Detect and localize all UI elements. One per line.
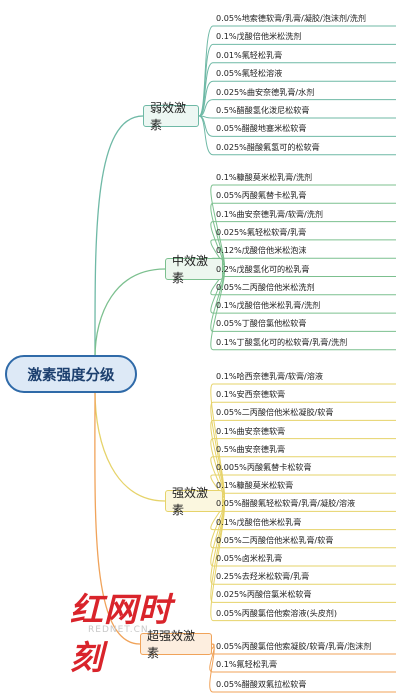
- leaf-item: 0.5%醋酸氢化泼尼松软膏: [216, 105, 310, 115]
- leaf-item: 0.025%丙酸倍氯米松软膏: [216, 589, 312, 600]
- leaf-item: 0.1%曲安奈德乳膏/软膏/洗剂: [216, 208, 323, 219]
- leaf-item: 0.1%氟轻松乳膏: [216, 659, 278, 669]
- leaf-item: 0.05%二丙酸倍他米松洗剂: [216, 281, 315, 292]
- branch-connector: [210, 268, 225, 351]
- category-label: 弱效激素: [150, 101, 187, 132]
- leaf-item: 0.25%去羟米松软膏/乳膏: [216, 571, 310, 582]
- category-label: 中效激素: [172, 254, 209, 285]
- branch-connector: [210, 500, 225, 622]
- leaf-item: 0.1%安西奈德软膏: [216, 389, 286, 400]
- category-node: 中效激素: [165, 254, 223, 285]
- branch-connector: [198, 80, 214, 117]
- category-label: 强效激素: [172, 486, 209, 517]
- leaf-item: 0.05%卤米松乳膏: [216, 553, 283, 563]
- leaf-item: 0.2%戊酸氢化可的松乳膏: [216, 263, 310, 274]
- watermark-site: REDNET.CN: [88, 625, 149, 635]
- category-node: 弱效激素: [143, 101, 199, 132]
- leaf-item: 0.05%丙酸氯倍他索凝胶/软膏/乳膏/泡沫剂: [216, 641, 372, 651]
- leaf-item: 0.05%丙酸氟替卡松乳膏: [216, 190, 307, 201]
- leaf-item: 0.025%醋酸氟氢可的松软膏: [216, 141, 320, 152]
- category-node: 超强效激素: [140, 629, 212, 660]
- watermark-logo: 红网时刻 REDNET.CN: [70, 583, 200, 677]
- leaf-item: 0.01%氟轻松乳膏: [216, 49, 283, 60]
- watermark-brand: 红网时刻: [70, 590, 172, 677]
- leaf-item: 0.05%醋酸双氟拉松软膏: [216, 679, 307, 689]
- leaf-item: 0.05%二丙酸倍他米松乳膏/软膏: [216, 534, 334, 545]
- leaf-item: 0.1%糠酸莫米松软膏: [216, 480, 294, 491]
- leaf-item: 0.1%糠酸莫米松乳膏/洗剂: [216, 172, 313, 182]
- root-node: 激素强度分级: [5, 355, 137, 393]
- leaf-item: 0.05%丙酸氯倍他索溶液(头皮剂): [216, 607, 338, 618]
- leaf-item: 0.1%戊酸倍他米松洗剂: [216, 31, 302, 42]
- branch-connector: [198, 115, 214, 156]
- leaf-item: 0.1%哈西奈德乳膏/软膏/溶液: [216, 371, 323, 381]
- root-connector: [94, 390, 141, 645]
- leaf-item: 0.12%戊酸倍他米松泡沫: [216, 245, 307, 256]
- root-label: 激素强度分级: [27, 367, 115, 384]
- leaf-item: 0.05%地索德软膏/乳膏/凝胶/泡沫剂/洗剂: [216, 13, 366, 23]
- leaf-item: 0.005%丙酸氟替卡松软膏: [216, 462, 312, 472]
- leaf-item: 0.1%丁酸氢化可的松软膏/乳膏/洗剂: [216, 336, 348, 347]
- leaf-item: 0.05%丁酸倍氯他松软膏: [216, 318, 307, 329]
- category-label: 超强效激素: [147, 629, 196, 660]
- root-connector: [94, 268, 166, 359]
- branch-connector: [198, 99, 214, 117]
- branch-connector: [198, 115, 214, 137]
- branch-connector: [209, 643, 215, 693]
- leaf-item: 0.05%醋酸地塞米松软膏: [216, 123, 307, 134]
- leaf-item: 0.1%戊酸倍他米松乳膏/洗剂: [216, 300, 321, 311]
- category-node: 强效激素: [165, 486, 223, 517]
- root-connector: [94, 115, 144, 359]
- leaf-item: 0.05%氟轻松溶液: [216, 68, 283, 79]
- root-connector: [94, 390, 166, 502]
- leaf-item: 0.1%曲安奈德软膏: [216, 425, 286, 436]
- leaf-item: 0.1%戊酸倍他米松乳膏: [216, 516, 302, 527]
- leaf-item: 0.5%曲安奈德乳膏: [216, 443, 286, 454]
- leaf-item: 0.025%氟轻松软膏/乳膏: [216, 226, 307, 237]
- leaf-item: 0.05%醋酸氟轻松软膏/乳膏/凝胶/溶液: [216, 498, 356, 509]
- leaf-item: 0.025%曲安奈德乳膏/水剂: [216, 86, 315, 97]
- leaf-item: 0.05%二丙酸倍他米松凝胶/软膏: [216, 407, 334, 418]
